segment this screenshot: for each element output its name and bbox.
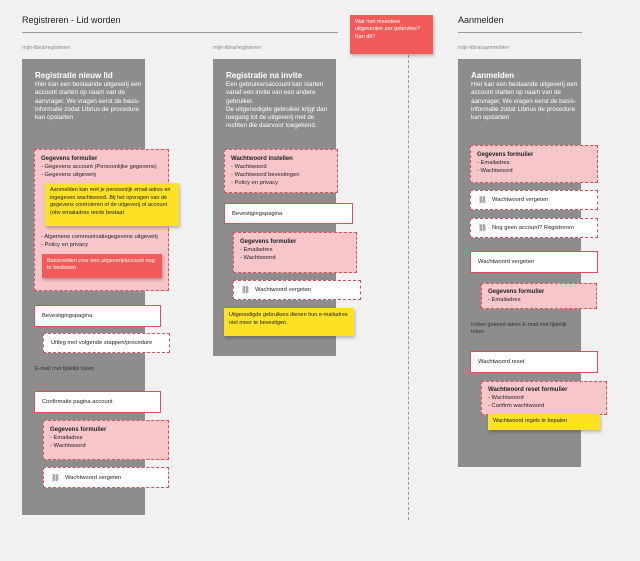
section-divider [458,32,582,33]
page-url: mijn-libra/registeren [213,45,262,51]
set-password-card: Wachtwoord instellen - Wachtwoord - Wach… [224,149,338,193]
form-fields: - Emailadres - Wachtwoord [240,247,276,261]
forgot-password-label: Wachtwoord vergeten [65,474,122,481]
form-title: Gegevens formulier [477,152,534,158]
forgot-password-link[interactable]: ⛓ Wachtwoord vergeten [470,190,598,210]
page-url: mijn-libra/aanmelden [458,45,510,51]
form-title: Wachtwoord instellen [231,156,293,162]
form-fields: - Wachtwoord - Confirm wachtwoord [488,395,545,409]
column-description: Een gebruikersaccount kan starten vanaf … [226,81,328,130]
invite-form-card: Gegevens formulier - Emailadres - Wachtw… [233,232,357,273]
form-title: Gegevens formulier [488,289,545,295]
login-form-card: Gegevens formulier - Emailadres - Wachtw… [470,145,598,183]
sticky-note-password-rules: Wachtwoord regels te bepalen [488,414,600,430]
link-icon: ⛓ [51,474,60,482]
column-description: Hier kan een bestaande uitgeverij een ac… [471,81,578,122]
form-title: Gegevens formulier [50,427,107,433]
sticky-note-login-info: Aanmelden kan met je persoonlijk email-a… [45,183,179,226]
account-form-card: Gegevens formulier - Emailadres - Wachtw… [43,420,169,460]
form-title: Wachtwoord reset formulier [488,387,568,393]
forgot-password-page[interactable]: Wachtwoord vergeten [470,251,598,273]
forgot-password-label: Wachtwoord vergeten [255,287,312,293]
section-title-login: Aanmelden [458,15,504,25]
email-token-label: Indien gekend adres E-mail met tijdelijk… [471,322,567,335]
column-title: Aanmelden [471,71,515,80]
form-title: Gegevens formulier [41,156,98,162]
link-icon: ⛓ [241,287,250,294]
column-separator [408,40,409,520]
page-url: mijn-libra/registeren [22,45,71,51]
form-fields: - Emailadres - Wachtwoord [477,160,513,174]
password-reset-form-card: Wachtwoord reset formulier - Wachtwoord … [481,381,607,415]
password-reset-page[interactable]: Wachtwoord reset [470,351,598,373]
forgot-password-form-card: Gegevens formulier - Emailadres [481,283,597,309]
form-fields: - Algemene communicatiegegevens uitgever… [41,234,158,248]
column-description: Hier kan een bestaande uitgeverij een ac… [35,81,142,122]
explanation-next-steps[interactable]: Uitleg met volgende stappen/procedure [43,333,170,353]
confirmation-account-page[interactable]: Confirmatie pagina account [34,391,161,413]
sticky-note-invite-info: Uitgenodigde gebruikers dienen hun e-mai… [224,308,354,336]
forgot-password-label: Wachtwoord vergeten [492,197,549,203]
form-fields: - Wachtwoord - Wachtwoord bevestingen - … [231,164,300,186]
link-icon: ⛓ [478,197,487,204]
form-fields: - Gegevens account (Persoonlijke gegeven… [41,164,157,178]
sticky-note-basic-fields: Basisvelden voor een uitgeverij/account … [42,254,162,278]
form-fields: - Emailadres [488,297,521,303]
forgot-password-link[interactable]: ⛓ Wachtwoord vergeten [43,467,169,488]
email-token-label: E-mail met tijdelijk token [35,366,95,372]
register-link[interactable]: ⛓ Nog geen account? Registreren [470,218,598,238]
confirmation-page[interactable]: Bevestigingspagina [34,305,161,327]
question-sticky-note: Wat met meerdere uitgeverijen per gebrui… [350,15,433,54]
column-title: Registratie na invite [226,71,303,80]
forgot-password-link[interactable]: ⛓ Wachtwoord vergeten [233,280,361,300]
form-title: Gegevens formulier [240,239,297,245]
column-title: Registratie nieuw lid [35,71,113,80]
section-divider [22,32,338,33]
confirmation-page[interactable]: Bevestigingspagina [224,203,353,224]
link-icon: ⛓ [478,225,487,232]
form-fields: - Emailadres - Wachtwoord [50,435,86,449]
section-title-register: Registreren - Lid worden [22,15,121,25]
register-link-label: Nog geen account? Registreren [492,225,574,231]
